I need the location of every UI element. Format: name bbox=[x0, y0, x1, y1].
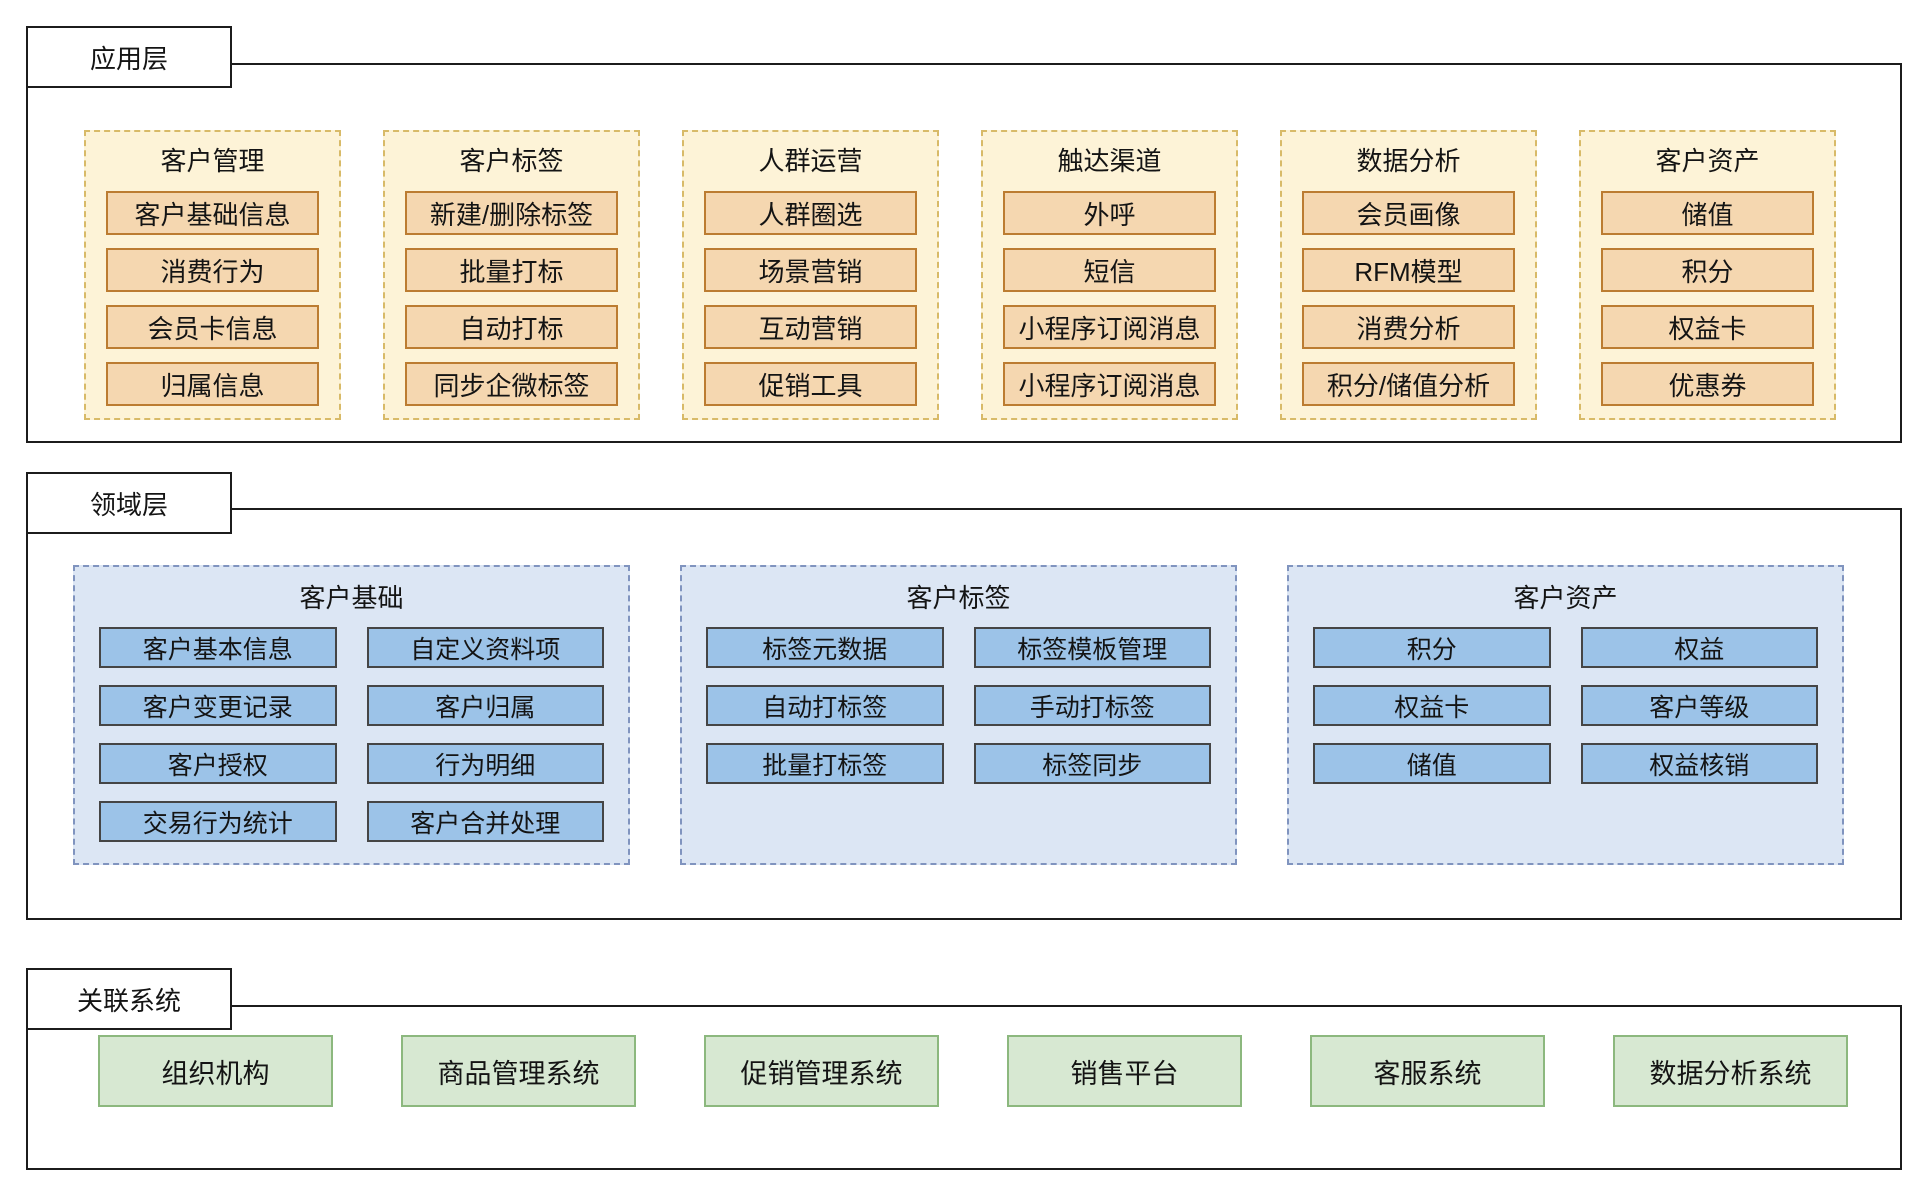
app-item: 小程序订阅消息 bbox=[1003, 305, 1216, 349]
group-title: 客户基础 bbox=[299, 583, 404, 613]
app-item: 消费分析 bbox=[1302, 305, 1515, 349]
group-title: 数据分析 bbox=[1356, 146, 1461, 176]
app-item: 促销工具 bbox=[704, 362, 917, 406]
app-item: 批量打标 bbox=[405, 248, 618, 292]
app-item: 同步企微标签 bbox=[405, 362, 618, 406]
app-item: 互动营销 bbox=[704, 305, 917, 349]
app-item: 自动打标 bbox=[405, 305, 618, 349]
domain-layer-label-text: 领域层 bbox=[89, 489, 168, 520]
domain-layer-label: 领域层 bbox=[26, 472, 232, 534]
group-title: 触达渠道 bbox=[1057, 146, 1162, 176]
domain-groups-row: 客户基础 客户基本信息 自定义资料项 客户变更记录 客户归属 客户授权 行为明细… bbox=[73, 565, 1844, 865]
system-box-product-management: 商品管理系统 bbox=[401, 1035, 636, 1107]
app-item: 积分 bbox=[1601, 248, 1814, 292]
domain-grid: 积分 权益 权益卡 客户等级 储值 权益核销 bbox=[1313, 627, 1818, 784]
domain-grid: 客户基本信息 自定义资料项 客户变更记录 客户归属 客户授权 行为明细 交易行为… bbox=[99, 627, 604, 842]
group-title: 客户资产 bbox=[1655, 146, 1760, 176]
domain-item: 标签模板管理 bbox=[973, 627, 1211, 668]
domain-group-customer-assets: 客户资产 积分 权益 权益卡 客户等级 储值 权益核销 bbox=[1287, 565, 1844, 865]
domain-item: 权益核销 bbox=[1580, 743, 1818, 784]
app-item: 消费行为 bbox=[106, 248, 319, 292]
domain-group-customer-base: 客户基础 客户基本信息 自定义资料项 客户变更记录 客户归属 客户授权 行为明细… bbox=[73, 565, 630, 865]
app-group-audience-operations: 人群运营 人群圈选 场景营销 互动营销 促销工具 bbox=[682, 130, 939, 420]
domain-item: 权益卡 bbox=[1313, 685, 1551, 726]
app-item: 客户基础信息 bbox=[106, 191, 319, 235]
application-layer-label: 应用层 bbox=[26, 26, 232, 88]
app-item: 归属信息 bbox=[106, 362, 319, 406]
group-title: 客户标签 bbox=[906, 583, 1011, 613]
app-group-data-analysis: 数据分析 会员画像 RFM模型 消费分析 积分/储值分析 bbox=[1280, 130, 1537, 420]
app-item: 小程序订阅消息 bbox=[1003, 362, 1216, 406]
app-group-customer-assets: 客户资产 储值 积分 权益卡 优惠券 bbox=[1579, 130, 1836, 420]
group-title: 客户管理 bbox=[160, 146, 265, 176]
related-systems-label-text: 关联系统 bbox=[76, 985, 181, 1016]
app-item: 会员卡信息 bbox=[106, 305, 319, 349]
domain-item: 手动打标签 bbox=[973, 685, 1211, 726]
domain-item: 自动打标签 bbox=[706, 685, 944, 726]
app-item: 新建/删除标签 bbox=[405, 191, 618, 235]
app-item: 储值 bbox=[1601, 191, 1814, 235]
domain-item: 客户等级 bbox=[1580, 685, 1818, 726]
group-title: 客户标签 bbox=[459, 146, 564, 176]
domain-grid: 标签元数据 标签模板管理 自动打标签 手动打标签 批量打标签 标签同步 bbox=[706, 627, 1211, 784]
domain-item: 客户基本信息 bbox=[99, 627, 337, 668]
domain-layer: 领域层 客户基础 客户基本信息 自定义资料项 客户变更记录 客户归属 客户授权 … bbox=[26, 472, 1902, 920]
related-systems-frame bbox=[26, 1005, 1902, 1170]
app-item: 短信 bbox=[1003, 248, 1216, 292]
application-layer-label-text: 应用层 bbox=[89, 43, 168, 74]
app-item: 积分/储值分析 bbox=[1302, 362, 1515, 406]
system-box-promotion-management: 促销管理系统 bbox=[704, 1035, 939, 1107]
domain-item: 交易行为统计 bbox=[99, 801, 337, 842]
app-item: 人群圈选 bbox=[704, 191, 917, 235]
domain-item: 客户授权 bbox=[99, 743, 337, 784]
app-item: 权益卡 bbox=[1601, 305, 1814, 349]
domain-item: 积分 bbox=[1313, 627, 1551, 668]
domain-item: 客户合并处理 bbox=[366, 801, 604, 842]
domain-group-customer-tags: 客户标签 标签元数据 标签模板管理 自动打标签 手动打标签 批量打标签 标签同步 bbox=[680, 565, 1237, 865]
group-title: 客户资产 bbox=[1513, 583, 1618, 613]
app-group-reach-channels: 触达渠道 外呼 短信 小程序订阅消息 小程序订阅消息 bbox=[981, 130, 1238, 420]
system-box-data-analysis: 数据分析系统 bbox=[1613, 1035, 1848, 1107]
system-box-sales-platform: 销售平台 bbox=[1007, 1035, 1242, 1107]
domain-item: 储值 bbox=[1313, 743, 1551, 784]
related-systems-label: 关联系统 bbox=[26, 968, 232, 1030]
domain-item: 行为明细 bbox=[366, 743, 604, 784]
system-box-organization: 组织机构 bbox=[98, 1035, 333, 1107]
group-title: 人群运营 bbox=[758, 146, 863, 176]
application-layer: 应用层 客户管理 客户基础信息 消费行为 会员卡信息 归属信息 客户标签 新建/… bbox=[26, 26, 1902, 443]
domain-item: 客户变更记录 bbox=[99, 685, 337, 726]
related-systems-row: 组织机构 商品管理系统 促销管理系统 销售平台 客服系统 数据分析系统 bbox=[98, 1035, 1848, 1107]
app-group-customer-management: 客户管理 客户基础信息 消费行为 会员卡信息 归属信息 bbox=[84, 130, 341, 420]
app-item: 外呼 bbox=[1003, 191, 1216, 235]
system-box-customer-service: 客服系统 bbox=[1310, 1035, 1545, 1107]
app-item: 场景营销 bbox=[704, 248, 917, 292]
domain-item: 权益 bbox=[1580, 627, 1818, 668]
domain-item: 客户归属 bbox=[366, 685, 604, 726]
related-systems-layer: 关联系统 组织机构 商品管理系统 促销管理系统 销售平台 客服系统 数据分析系统 bbox=[26, 968, 1902, 1170]
domain-item: 标签元数据 bbox=[706, 627, 944, 668]
domain-item: 标签同步 bbox=[973, 743, 1211, 784]
domain-item: 自定义资料项 bbox=[366, 627, 604, 668]
app-item: 会员画像 bbox=[1302, 191, 1515, 235]
app-item: RFM模型 bbox=[1302, 248, 1515, 292]
app-item: 优惠券 bbox=[1601, 362, 1814, 406]
application-groups-row: 客户管理 客户基础信息 消费行为 会员卡信息 归属信息 客户标签 新建/删除标签… bbox=[84, 130, 1836, 420]
app-group-customer-tags: 客户标签 新建/删除标签 批量打标 自动打标 同步企微标签 bbox=[383, 130, 640, 420]
domain-item: 批量打标签 bbox=[706, 743, 944, 784]
